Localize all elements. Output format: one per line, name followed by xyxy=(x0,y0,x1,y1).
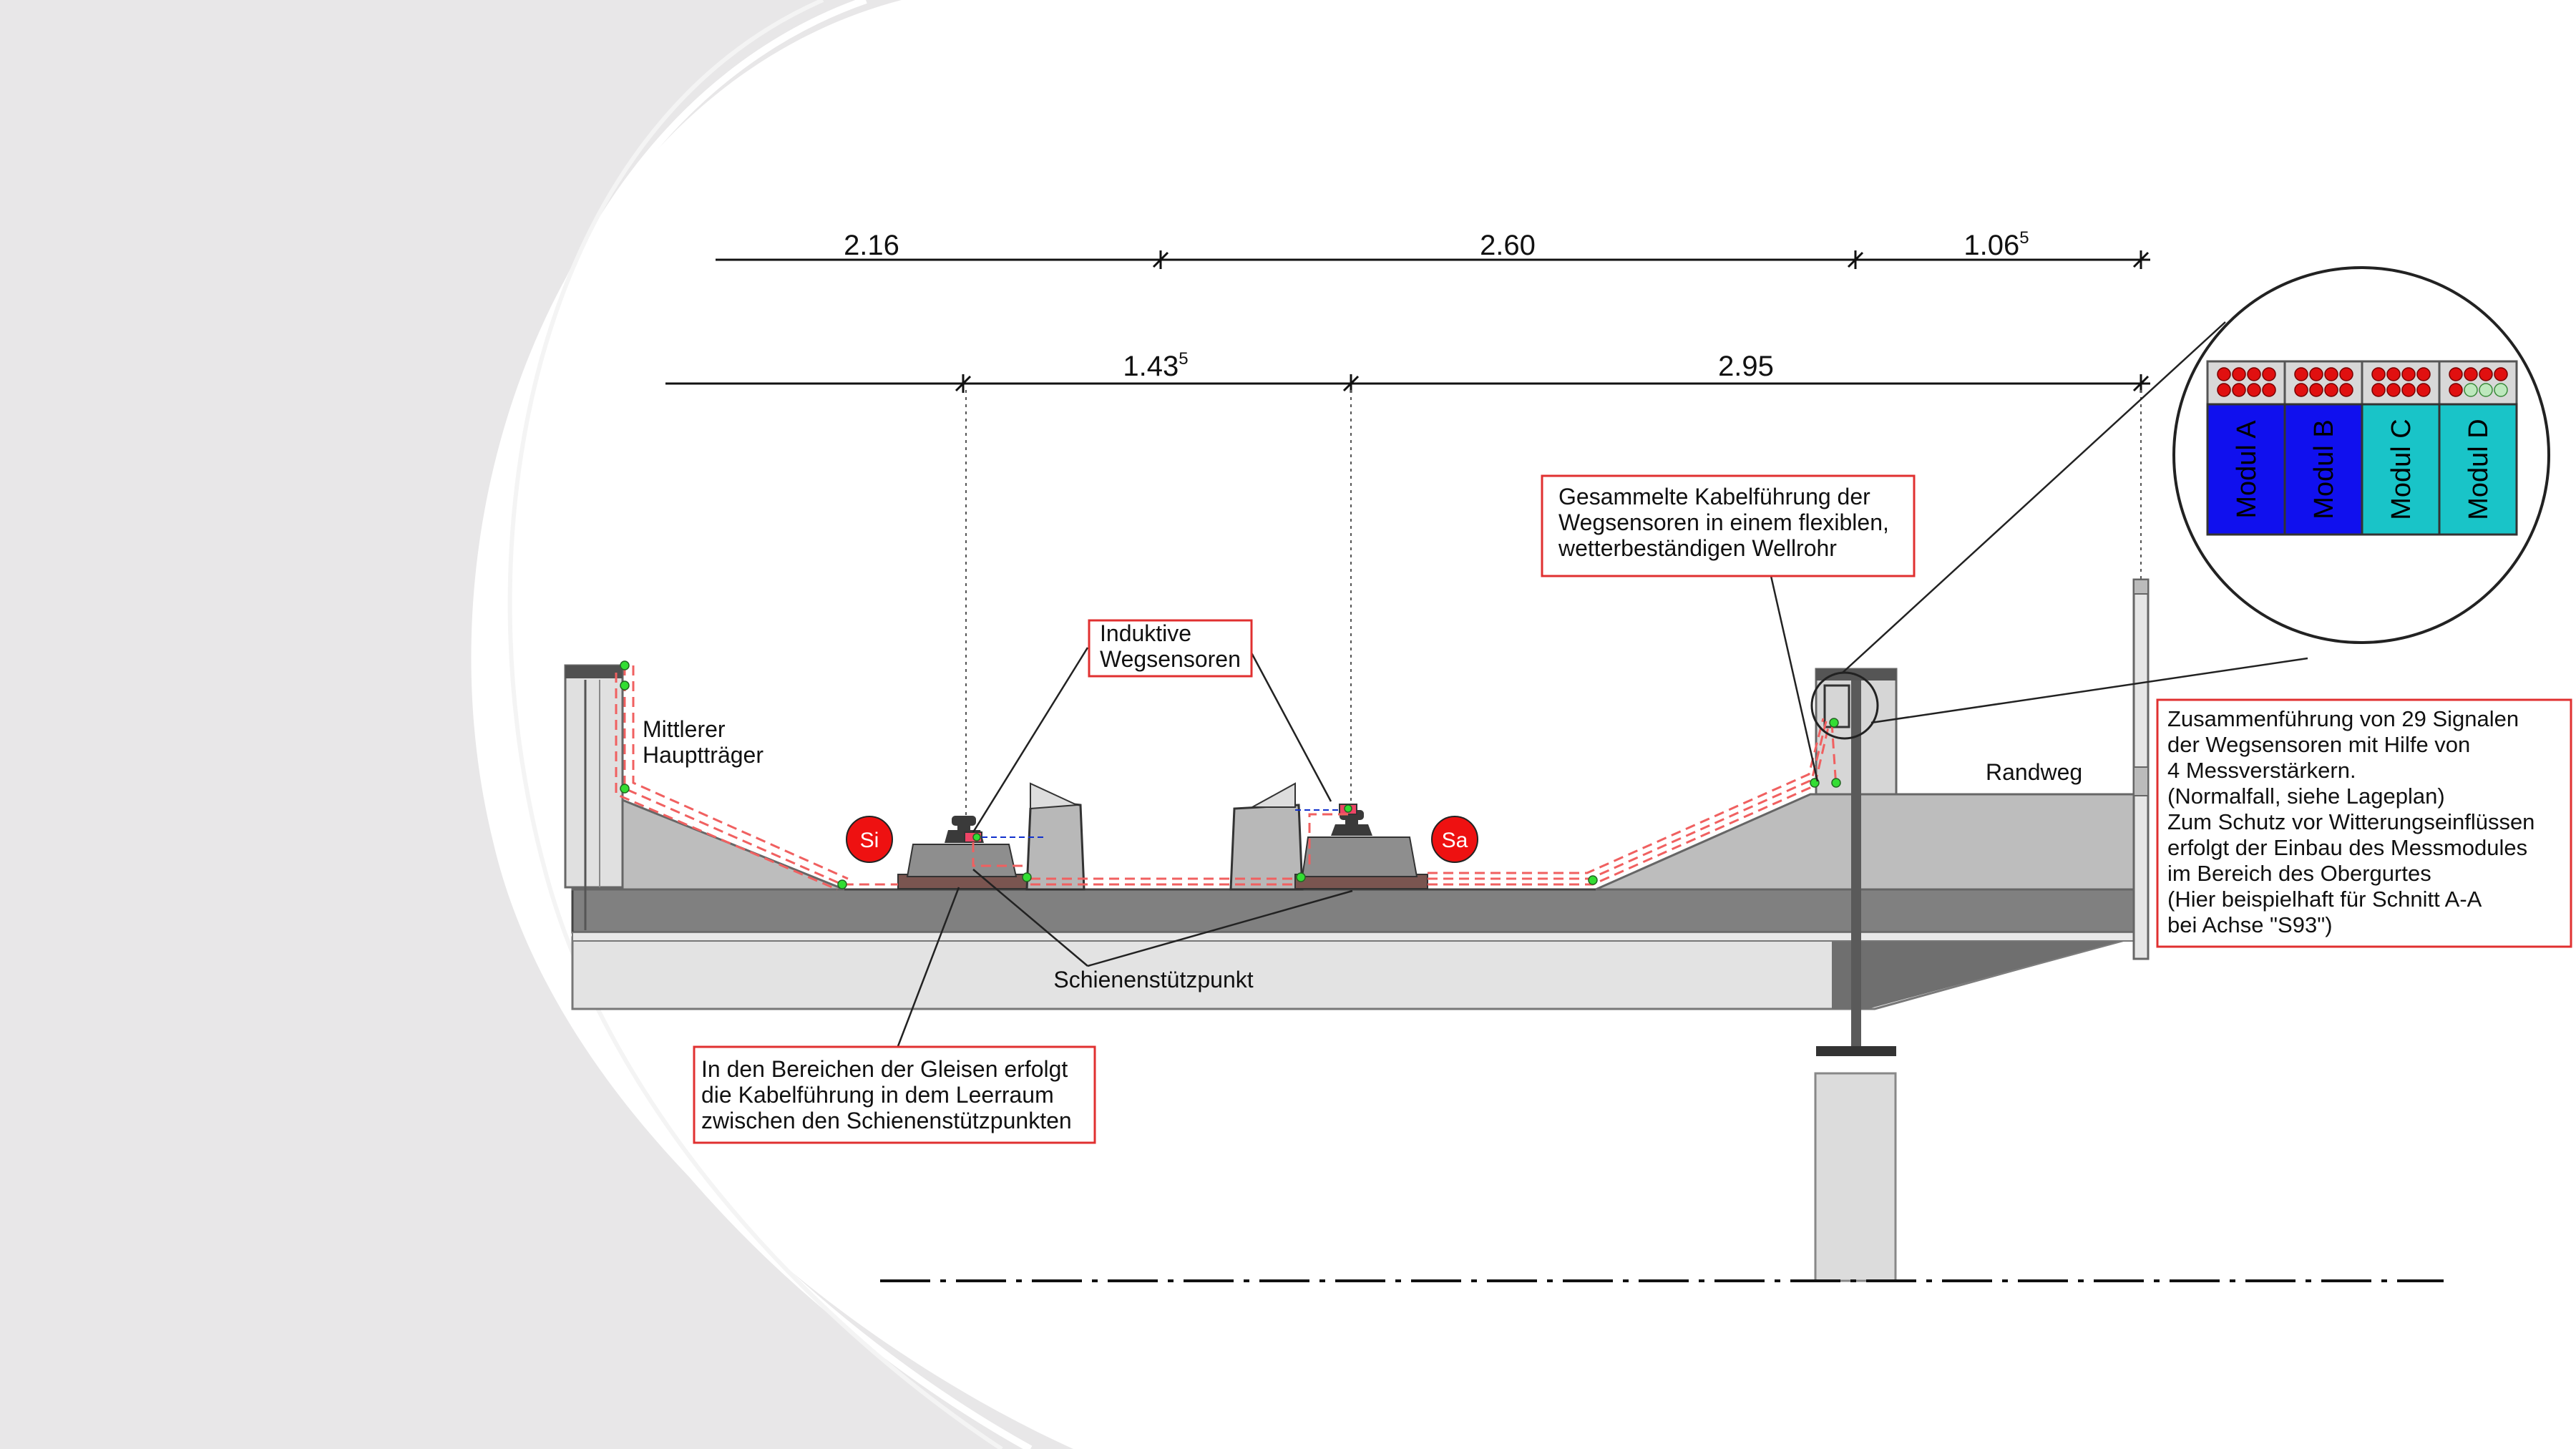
signal-led-active xyxy=(2294,367,2308,381)
signal-led-active xyxy=(2217,383,2231,397)
label-rail-support: Schienenstützpunkt xyxy=(1053,967,1253,992)
railing-post xyxy=(2132,578,2150,960)
track-right xyxy=(1229,782,1428,891)
module-label: Modul D xyxy=(2464,419,2494,520)
module-body xyxy=(2438,403,2518,536)
signal-led-active xyxy=(2386,383,2401,397)
signal-led-active xyxy=(2479,367,2493,381)
track-left xyxy=(897,782,1085,891)
magnifier-small xyxy=(1810,671,1879,740)
cable-routing xyxy=(615,665,1838,891)
magnifier-modules: Modul A Modul B Modul C Modul D xyxy=(2172,266,2550,644)
marker-si: Si xyxy=(846,816,893,863)
signal-led-active xyxy=(2309,367,2323,381)
module-header xyxy=(2438,360,2518,406)
dimension-bottom-2: 2.95 xyxy=(1718,351,1774,382)
signal-led-active xyxy=(2247,367,2261,381)
signal-led-active xyxy=(2262,367,2276,381)
signal-led-active xyxy=(2262,383,2276,397)
signal-led-free xyxy=(2464,383,2478,397)
signal-led-free xyxy=(2494,383,2508,397)
signal-led-free xyxy=(2479,383,2493,397)
background-swoosh xyxy=(0,0,1073,1449)
signal-led-active xyxy=(2401,383,2416,397)
signal-led-active xyxy=(2416,367,2431,381)
module-body xyxy=(2206,403,2286,536)
signal-led-active xyxy=(2449,383,2463,397)
module-label: Modul C xyxy=(2386,419,2416,520)
signal-led-active xyxy=(2232,367,2246,381)
signal-led-active xyxy=(2416,383,2431,397)
dimension-top-2: 2.60 xyxy=(1480,230,1536,261)
module-modul-b: Modul B xyxy=(2283,360,2363,536)
signal-led-active xyxy=(2217,367,2231,381)
marker-sa: Sa xyxy=(1431,816,1478,863)
dimension-top-1: 2.16 xyxy=(844,230,899,261)
signal-led-active xyxy=(2449,367,2463,381)
dimension-chain-top xyxy=(716,250,2150,269)
signal-led-active xyxy=(2464,367,2478,381)
signal-led-active xyxy=(2324,367,2338,381)
module-modul-c: Modul C xyxy=(2361,360,2441,536)
signal-led-active xyxy=(2324,383,2338,397)
signal-led-active xyxy=(2247,383,2261,397)
module-body xyxy=(2283,403,2363,536)
rail-axis-lines xyxy=(965,390,2142,830)
svg-text:Si: Si xyxy=(860,829,879,852)
signal-led-active xyxy=(2371,367,2386,381)
module-body xyxy=(2361,403,2441,536)
module-header xyxy=(2361,360,2441,406)
dimension-chain-bottom xyxy=(665,374,2150,393)
module-modul-d: Modul D xyxy=(2438,360,2518,536)
main-girder xyxy=(564,664,624,930)
bridge-structure xyxy=(571,793,2148,1010)
module-modul-a: Modul A xyxy=(2206,360,2286,536)
dimension-bottom-1: 1.435 xyxy=(1123,349,1188,382)
cable-nodes xyxy=(620,660,1841,889)
signal-led-active xyxy=(2386,367,2401,381)
module-label: Modul B xyxy=(2309,419,2339,519)
module-header xyxy=(2206,360,2286,406)
signal-led-active xyxy=(2339,383,2353,397)
measurement-modules: Modul A Modul B Modul C Modul D xyxy=(2206,360,2518,536)
dimension-top-3: 1.065 xyxy=(1963,228,2029,261)
label-footway: Randweg xyxy=(1986,759,2082,785)
module-label: Modul A xyxy=(2232,420,2262,519)
signal-led-active xyxy=(2339,367,2353,381)
signal-led-active xyxy=(2309,383,2323,397)
svg-text:In den Bereichen der Gleisen e: In den Bereichen der Gleisen erfolgtdie … xyxy=(701,1056,1072,1133)
module-header xyxy=(2283,360,2363,406)
svg-text:Sa: Sa xyxy=(1442,829,1468,852)
pier xyxy=(1814,1072,1897,1282)
signal-led-active xyxy=(2494,367,2508,381)
signal-led-active xyxy=(2232,383,2246,397)
signal-led-active xyxy=(2294,383,2308,397)
signal-led-active xyxy=(2401,367,2416,381)
signal-led-active xyxy=(2371,383,2386,397)
leader-lines xyxy=(897,321,2308,1047)
